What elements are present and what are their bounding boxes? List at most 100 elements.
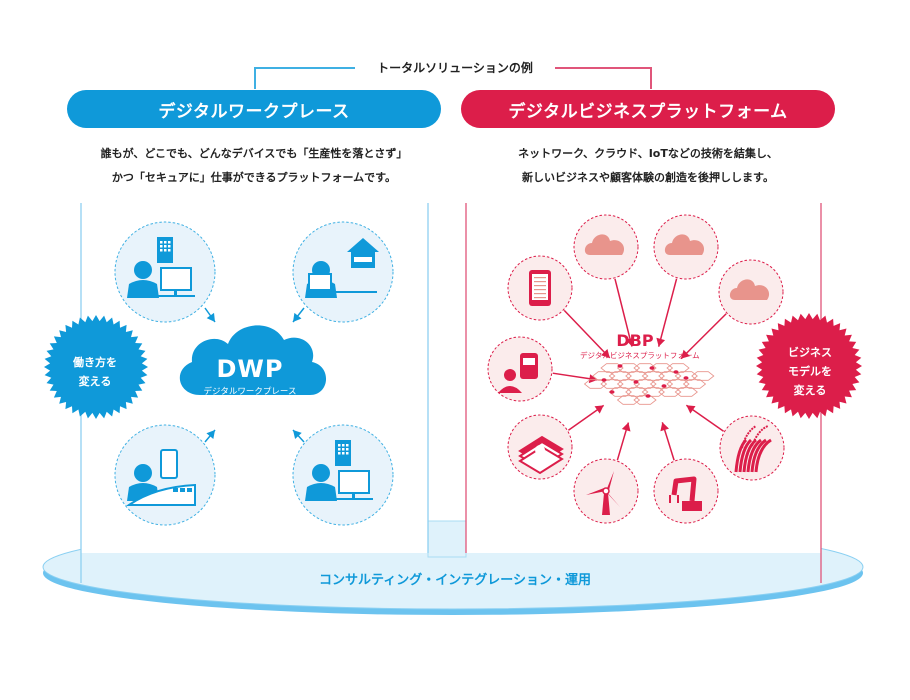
arrow-head (621, 422, 631, 432)
left-badge-line: 働き方を (73, 356, 117, 369)
text-line (534, 293, 546, 295)
dashed-circle (653, 458, 719, 524)
arrow (563, 309, 611, 359)
monitor-stand (352, 493, 355, 498)
arrow-head (293, 312, 302, 322)
arrow (680, 313, 727, 360)
rice-plant-icon (685, 404, 785, 481)
hex-node (683, 376, 689, 380)
window (338, 448, 341, 451)
cloud-shape (729, 279, 770, 300)
coin (535, 445, 545, 455)
cloud-icon (653, 214, 719, 347)
hex-node (673, 370, 679, 374)
arrow (657, 278, 678, 347)
dbp-name: デジタルビジネスプラットフォーム (580, 351, 700, 360)
dbp-title: デジタルビジネスプラットフォーム (508, 101, 788, 122)
person-head (134, 261, 152, 279)
grass-blade (738, 438, 753, 473)
home-worker-icon (292, 221, 394, 323)
monitor (160, 267, 192, 291)
dwp-abbr: DWP (216, 355, 284, 383)
train-conductor-icon (487, 336, 598, 402)
monitor-stand (174, 290, 177, 295)
right-badge-line: ビジネス (788, 346, 832, 359)
dbp-description-line: ネットワーク、クラウド、IoTなどの技術を結集し、 (518, 147, 778, 160)
dashed-circle (292, 221, 394, 323)
arrow-head (293, 430, 302, 439)
hex-node (661, 384, 667, 388)
dwp-cloud (179, 325, 327, 395)
bill (518, 445, 564, 475)
cloud-shape (664, 234, 705, 255)
cloud-icon (573, 214, 639, 347)
conductor-body (498, 386, 522, 393)
arrow-head (206, 312, 215, 322)
dwp-center-label: DWP デジタルワークプレース (190, 355, 310, 397)
train-window (173, 488, 178, 492)
text-line (534, 277, 546, 279)
window (342, 444, 345, 447)
arrow-head (681, 349, 690, 359)
page-title: トータルソリューションの例 (355, 59, 555, 76)
hex-node (609, 390, 615, 394)
grass-blade (754, 438, 772, 473)
hex-cell (649, 379, 674, 389)
window (346, 444, 349, 447)
rice-ear (751, 425, 769, 447)
hex-cell (616, 395, 641, 405)
left-badge-text: 働き方を 変える (55, 353, 135, 391)
dbp-description: ネットワーク、クラウド、IoTなどの技術を結集し、 新しいビジネスや顧客体験の創… (461, 142, 835, 190)
dwp-description-line: 誰もが、どこでも、どんなデバイスでも「生産性を落とさず」 (100, 147, 408, 160)
hex-cell (674, 387, 698, 397)
hex-cell (674, 371, 698, 381)
blade (606, 491, 620, 507)
hex-cell (666, 363, 690, 373)
right-burst-badge (756, 313, 862, 419)
blade (586, 488, 606, 495)
robot-base (682, 501, 702, 511)
grass-blade (750, 438, 767, 473)
hex-cell (633, 379, 657, 389)
window (168, 249, 171, 252)
hex-cell (600, 363, 624, 373)
header-bracket (254, 67, 652, 89)
window (168, 245, 171, 248)
dwp-description-line: かつ「セキュアに」仕事ができるプラットフォームです。 (111, 171, 397, 184)
right-badge-line: モデルを (788, 365, 832, 378)
keyboard (155, 295, 195, 297)
text-line (534, 285, 546, 287)
house-roof (347, 238, 379, 252)
person-head (134, 464, 152, 482)
hex-node (645, 394, 651, 398)
text-line (534, 297, 546, 299)
arrow-head (625, 337, 635, 347)
window (164, 245, 167, 248)
robot-gripper (669, 495, 679, 503)
robot-arm-icon (653, 422, 719, 524)
person-body (305, 483, 337, 501)
hex-cell (641, 371, 665, 381)
left-badge-line: 変える (78, 375, 112, 388)
arrow-head (660, 422, 669, 432)
right-badge-text: ビジネス モデルを 変える (770, 343, 850, 400)
desk (307, 291, 377, 293)
wind-turbine-icon (573, 422, 639, 524)
window (342, 452, 345, 455)
dbp-center-label: DBP デジタルビジネスプラットフォーム (580, 331, 700, 361)
left-burst-badge (44, 315, 148, 419)
text-line (534, 281, 546, 283)
hex-cell (633, 363, 657, 373)
hex-cell (641, 387, 665, 397)
hex-cell (625, 387, 649, 397)
arrow-head (686, 405, 696, 414)
dwp-title-pill: デジタルワークプレース (67, 90, 441, 128)
house-window (354, 257, 372, 262)
hex-cell (658, 387, 682, 397)
cloud-icon (680, 259, 784, 360)
window (342, 448, 345, 451)
dwp-title: デジタルワークプレース (158, 101, 350, 122)
dbp-description-line: 新しいビジネスや顧客体験の創造を後押しします。 (522, 171, 774, 184)
arrow-head (588, 374, 598, 384)
laptop (308, 273, 332, 291)
